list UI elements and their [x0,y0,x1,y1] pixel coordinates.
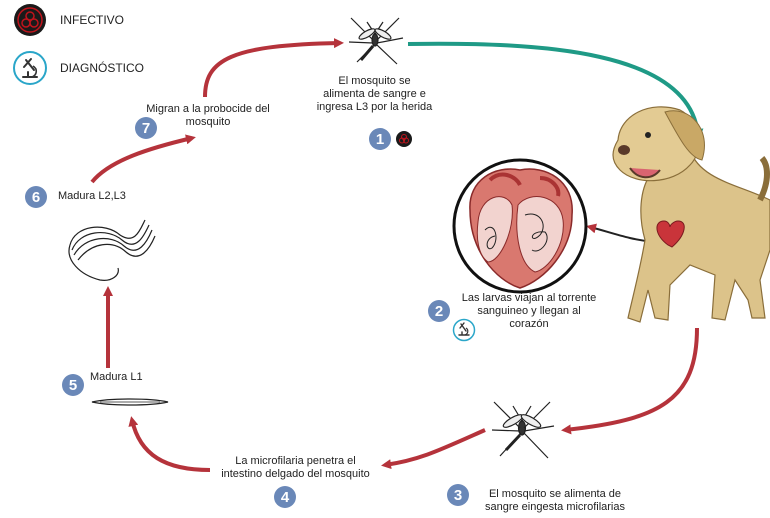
biohazard-icon [14,4,46,36]
dog-illustration [613,107,770,322]
step-4-text: La microfilaria penetra el intestino del… [208,455,383,481]
step-4-badge: 4 [274,486,296,508]
arrow-4-to-5 [132,420,210,470]
step-5-text: Madura L1 [90,371,170,384]
step-7-text: Migran a la probocide del mosquito [138,103,278,129]
step-3-text: El mosquito se alimenta de sangre einges… [474,488,636,514]
step-2-badge: 2 [428,300,450,322]
step-6-badge: 6 [25,186,47,208]
worm-icon-l1 [92,399,168,405]
arrow-6-to-7 [92,138,192,182]
step-3-badge: 3 [447,484,469,506]
mosquito-icon-bottom [492,402,554,458]
step-1-text: El mosquito se alimenta de sangre e ingr… [312,75,437,114]
mosquito-icon-top [349,18,403,64]
step-5-badge: 5 [62,374,84,396]
arrow-dog-to-3 [565,328,697,430]
microscope-icon-step-2 [452,318,476,342]
step-6-text: Madura L2,L3 [58,190,158,203]
step-1-badge: 1 [369,128,391,150]
heart-cross-section [454,160,586,292]
legend-infective-label: INFECTIVO [60,13,124,27]
legend-diagnostic-label: DIAGNÓSTICO [60,61,144,75]
microscope-icon [14,52,46,84]
arrow-3-to-4 [385,430,485,465]
step-2-text: Las larvas viajan al torrente sanguineo … [455,292,603,331]
worm-icon-l3 [69,220,155,280]
step-7-badge: 7 [135,117,157,139]
biohazard-icon-step-1 [395,130,413,148]
